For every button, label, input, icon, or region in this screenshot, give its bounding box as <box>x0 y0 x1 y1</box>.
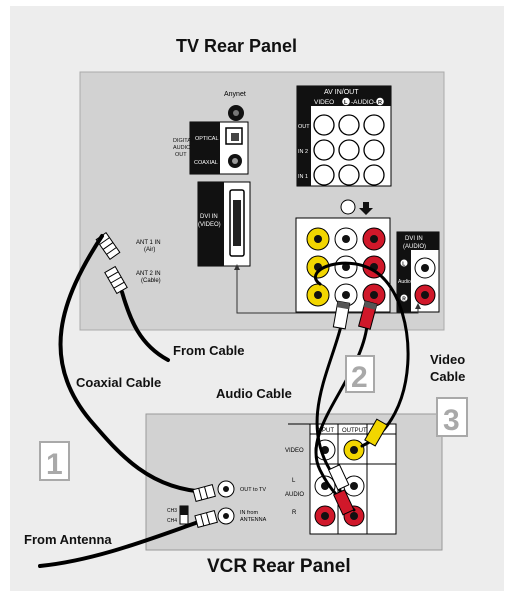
av-in-out-label: AV IN/OUT <box>324 89 359 96</box>
video-cable-label-2: Cable <box>430 369 466 384</box>
av-row-in2: IN 2 <box>298 149 308 155</box>
av-col-video: VIDEO <box>314 99 334 106</box>
ant2-label-1: ANT 2 IN <box>136 271 161 277</box>
step-number-1: 1 <box>46 448 63 481</box>
dvi-video-label-2: (VIDEO) <box>198 222 221 228</box>
digital-audio-out-label-2: AUDIO <box>173 145 191 151</box>
rca-plug-white <box>332 300 351 330</box>
av-jack-grid <box>313 114 385 186</box>
av-row-out: OUT <box>298 124 310 130</box>
dvi-audio-badge-r: R <box>402 296 406 302</box>
vcr-audio-label: AUDIO <box>285 492 304 498</box>
tv-panel-title: TV Rear Panel <box>176 36 298 56</box>
video-cable-label-1: Video <box>430 352 466 367</box>
coaxial-cable-label: Coaxial Cable <box>76 375 162 390</box>
step-box-2: 2 <box>345 355 375 394</box>
in-from-antenna-label-1: IN from <box>240 510 258 516</box>
coaxial-cable-line <box>58 234 210 494</box>
ant1-label-1: ANT 1 IN <box>136 240 161 246</box>
vcr-output-label: OUTPUT <box>342 428 367 434</box>
av-col-audio: -AUDIO- <box>351 99 376 106</box>
rca-plug-red <box>358 300 378 330</box>
down-arrow-icon <box>359 202 373 215</box>
digital-audio-out-label-1: DIGITAL <box>173 138 194 144</box>
digital-audio-out-label-3: OUT <box>175 152 187 158</box>
from-antenna-line <box>38 516 212 568</box>
vcr-audio-l-label: L <box>292 478 296 484</box>
coaxial-label: COAXIAL <box>194 160 218 166</box>
in-from-antenna-label-2: ANTENNA <box>240 517 267 523</box>
rca-plug-red-vcr <box>332 489 355 516</box>
video-cable-line <box>313 261 410 448</box>
ch4-label: CH4 <box>167 518 177 524</box>
vcr-panel-title: VCR Rear Panel <box>207 556 351 577</box>
step-box-3: 3 <box>436 397 468 437</box>
dvi-video-label-1: DVI IN <box>200 214 218 220</box>
from-antenna-label: From Antenna <box>24 532 112 547</box>
coax-plug-out-to-tv <box>192 484 216 503</box>
vcr-video-label: VIDEO <box>285 448 304 454</box>
anynet-label: Anynet <box>224 91 246 98</box>
dvi-audio-badge-l: L <box>402 261 405 267</box>
dvi-audio-label-2: (AUDIO) <box>403 244 426 250</box>
out-to-tv-label: OUT to TV <box>240 487 266 493</box>
optical-label: OPTICAL <box>195 136 219 142</box>
vcr-jacks <box>314 439 365 527</box>
av-col-badge-r: R <box>378 100 382 106</box>
rca-plug-yellow-vcr <box>364 418 388 447</box>
av-row-in1: IN 1 <box>298 174 308 180</box>
from-cable-label: From Cable <box>173 343 245 358</box>
step-number-3: 3 <box>443 404 460 437</box>
audio-cable-label: Audio Cable <box>216 386 292 401</box>
av-col-badge-l: L <box>344 100 348 106</box>
av-connector-jacks <box>306 227 386 307</box>
rca-plug-white-vcr <box>327 464 350 491</box>
step-box-1: 1 <box>39 441 70 481</box>
vcr-input-label: INPUT <box>316 428 334 434</box>
ant2-label-2: (Cable) <box>141 278 161 284</box>
from-cable-line <box>120 290 170 362</box>
coax-plug-in-from-antenna <box>194 510 218 529</box>
dvi-audio-small-label: Audio <box>398 279 411 285</box>
step-number-2: 2 <box>351 361 368 394</box>
vcr-audio-r-label: R <box>292 510 297 516</box>
ch3-label: CH3 <box>167 508 177 514</box>
ant1-label-2: (Air) <box>144 247 155 253</box>
dvi-audio-label-1: DVI IN <box>405 236 423 242</box>
small-ring-jack <box>340 199 356 215</box>
